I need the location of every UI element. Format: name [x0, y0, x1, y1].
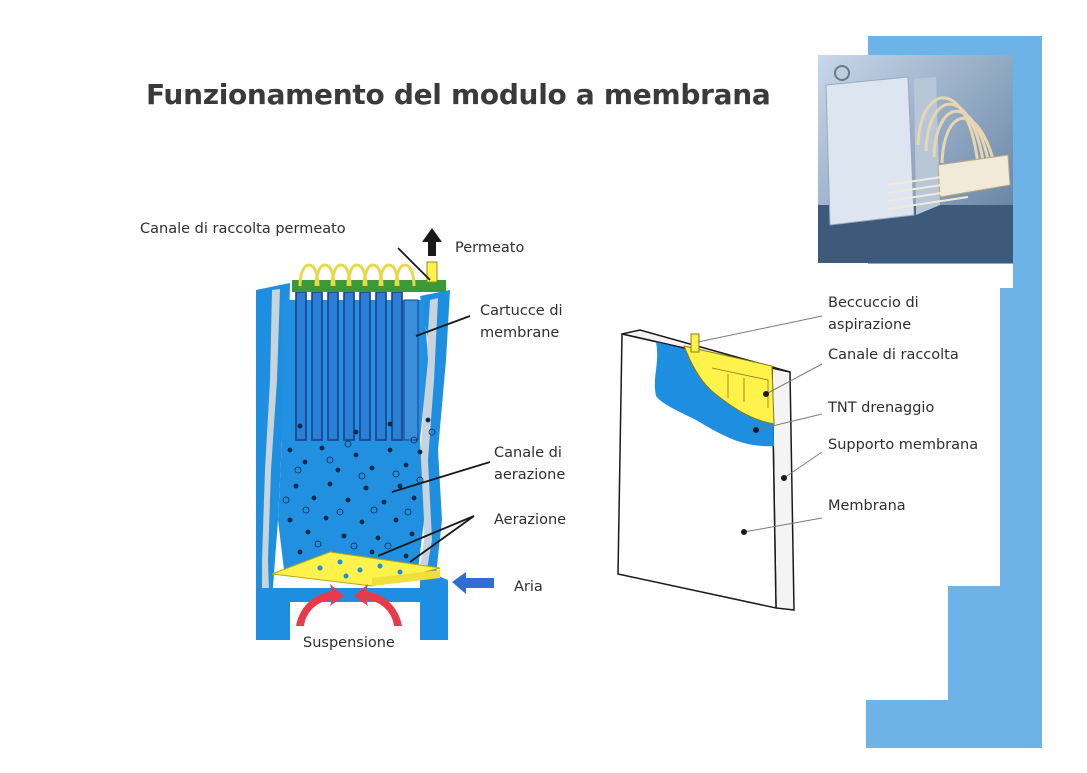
cartridge-leader-lines — [697, 315, 823, 533]
label-aeration-channel-line1: Canale di — [494, 445, 562, 461]
aerator-holes — [317, 559, 403, 579]
label-nozzle-line2: aspirazione — [828, 317, 912, 333]
tank-base — [256, 588, 448, 602]
page-title: Funzionamento del modulo a membrana — [146, 78, 771, 111]
permeate-outlet — [426, 261, 438, 283]
suspension-arrow-left-icon — [296, 584, 344, 626]
cartridge-block-face — [403, 299, 419, 441]
suspension-arrow-right-icon — [354, 584, 402, 626]
label-collection-channel: Canale di raccolta — [828, 347, 959, 363]
collection-channel — [683, 345, 775, 425]
permeate-channel — [292, 280, 446, 292]
module-photo-art — [818, 55, 1013, 263]
cartridge-leader-dots — [741, 391, 787, 535]
suction-nozzle — [690, 333, 700, 353]
aeration-bubbles — [282, 417, 436, 559]
label-tnt-drainage: TNT drenaggio — [828, 400, 935, 416]
label-air: Aria — [514, 579, 543, 595]
tank-leg-left — [256, 600, 290, 640]
label-permeate: Permeato — [455, 240, 525, 256]
tank-right-wall-light — [419, 298, 438, 575]
membrane-cartridge-diagram — [617, 315, 823, 611]
tank-left-wall-light — [262, 289, 280, 625]
label-membrane-support: Supporto membrana — [828, 437, 979, 453]
collection-channel-details — [711, 367, 769, 408]
label-aeration: Aerazione — [494, 512, 567, 528]
membrane-module-diagram — [256, 228, 494, 640]
air-arrow-icon — [452, 572, 494, 594]
label-aeration-channel-line2: aerazione — [494, 467, 566, 483]
label-cartridges-line1: Cartucce di — [480, 303, 563, 319]
tank-leg-right — [420, 600, 448, 640]
permeate-hoses — [298, 263, 416, 287]
label-permeate-channel: Canale di raccolta permeato — [140, 221, 346, 237]
permeate-arrow-icon — [422, 228, 442, 256]
membrane-cartridges — [295, 291, 403, 441]
label-nozzle-line1: Beccuccio di — [828, 295, 919, 311]
label-suspension: Suspensione — [303, 635, 395, 651]
module-photo — [818, 55, 1013, 263]
label-cartridges-line2: membrane — [480, 325, 560, 341]
air-inlet-pipe — [372, 570, 440, 586]
module-leader-lines — [377, 247, 491, 563]
label-membrane: Membrana — [828, 498, 906, 514]
